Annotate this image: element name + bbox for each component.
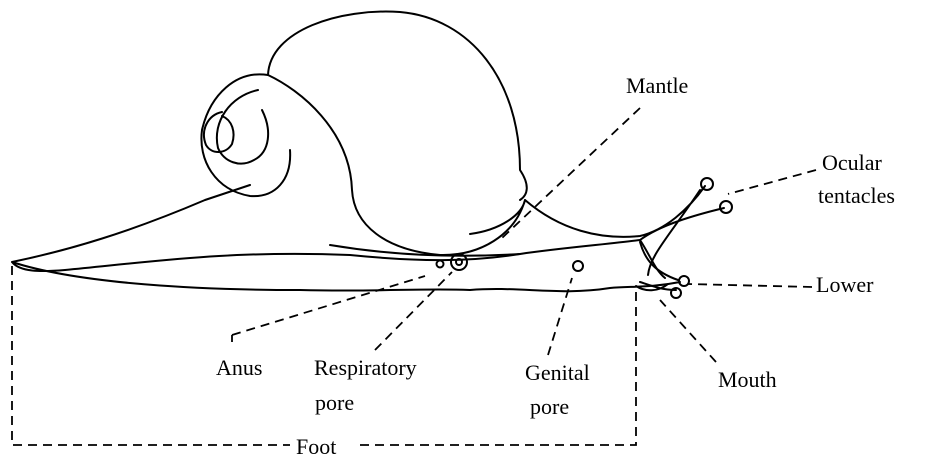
anus-label: Anus xyxy=(216,355,262,381)
lower-tentacle-label: Lower xyxy=(816,272,873,298)
snail-body-outline xyxy=(12,185,680,291)
anus-pore xyxy=(437,261,444,268)
respiratory-leader xyxy=(375,272,452,350)
genital-leader xyxy=(548,278,572,355)
mouth-leader xyxy=(660,300,716,362)
genital-pore-label-line1: Genital xyxy=(525,360,590,386)
shell-middle-whorl xyxy=(201,74,290,196)
ocular-leader xyxy=(728,170,816,194)
mantle-label: Mantle xyxy=(626,73,688,99)
respiratory-pore-inner xyxy=(456,259,462,265)
genital-pore xyxy=(573,261,583,271)
shell-outline xyxy=(268,12,527,200)
mouth-label: Mouth xyxy=(718,367,777,393)
shell-inner-whorl xyxy=(217,90,268,164)
respiratory-pore-label-line1: Respiratory xyxy=(314,355,417,381)
snail-head-outline xyxy=(525,186,724,280)
genital-pore-label-line2: pore xyxy=(530,394,569,420)
shell-apex xyxy=(204,112,234,152)
lower-tentacle-tip xyxy=(679,276,689,286)
shell-body-whorl xyxy=(268,75,525,255)
ocular-tentacles-label-line2: tentacles xyxy=(818,183,895,209)
ocular-tentacle-tip-2 xyxy=(720,201,732,213)
respiratory-pore-label-line2: pore xyxy=(315,390,354,416)
lower-leader xyxy=(688,284,812,287)
shell-aperture-line xyxy=(330,245,520,256)
foot-label: Foot xyxy=(296,434,336,460)
ocular-tentacles-label-line1: Ocular xyxy=(822,150,882,176)
ocular-tentacle-tip-1 xyxy=(701,178,713,190)
anus-leader xyxy=(232,276,425,342)
